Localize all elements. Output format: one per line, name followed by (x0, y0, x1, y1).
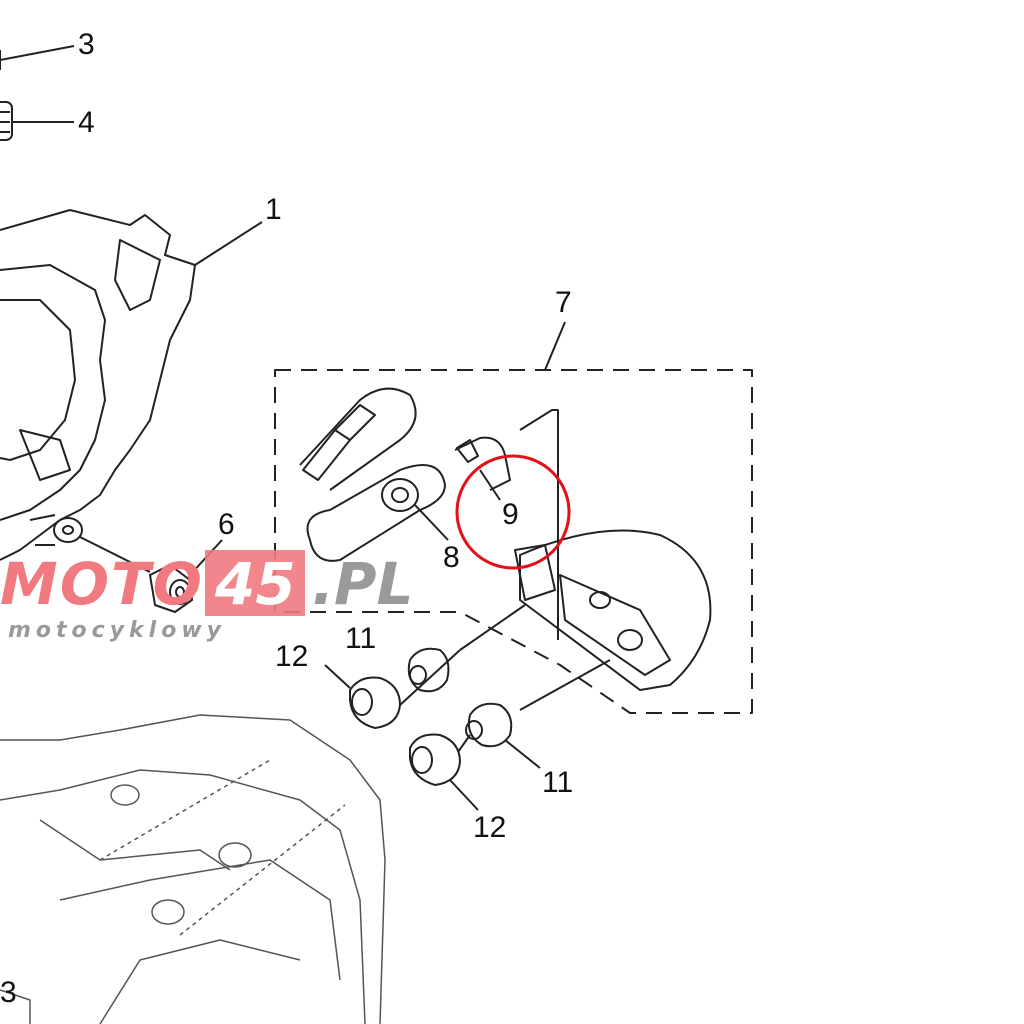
callout-11-lower: 11 (542, 766, 574, 799)
part-3-screw (0, 45, 75, 70)
turn-signal-housing (459, 529, 712, 711)
callout-4: 4 (78, 106, 95, 139)
callout-7: 7 (555, 286, 572, 319)
callout-9: 9 (502, 498, 519, 531)
part-8-bulb-socket (306, 464, 449, 562)
callout-12-upper: 12 (275, 640, 309, 673)
part-7-leader (544, 321, 566, 371)
callout-12-lower: 12 (473, 811, 507, 844)
callout-6: 6 (218, 508, 235, 541)
highlight-circle (455, 454, 571, 570)
part-11-collar-upper (407, 647, 450, 693)
part-4-grommet (0, 101, 74, 141)
part-6-grommet (79, 536, 223, 613)
watermark-tagline: motocyklowy (8, 618, 227, 643)
lower-bracket (0, 714, 386, 1024)
part-1-housing (0, 209, 263, 561)
callout-11-upper: 11 (345, 622, 377, 655)
callout-3-bottom: 3 (0, 976, 17, 1009)
watermark-domain: .PL (312, 550, 414, 618)
part-7-assembly-box (274, 369, 753, 714)
part-9-bulb (454, 436, 511, 501)
part-11-collar-lower (465, 702, 541, 769)
watermark-moto: MOTO (0, 550, 204, 618)
lens-bracket (519, 409, 559, 640)
callout-3-top: 3 (78, 28, 95, 61)
bulb-upper (299, 387, 417, 491)
watermark-number: 45 (215, 550, 296, 618)
callout-8: 8 (443, 541, 460, 574)
callout-1: 1 (265, 193, 282, 226)
part-12-grommet-upper (324, 649, 461, 729)
watermark-badge (205, 550, 305, 616)
part-12-grommet-lower (409, 733, 479, 811)
